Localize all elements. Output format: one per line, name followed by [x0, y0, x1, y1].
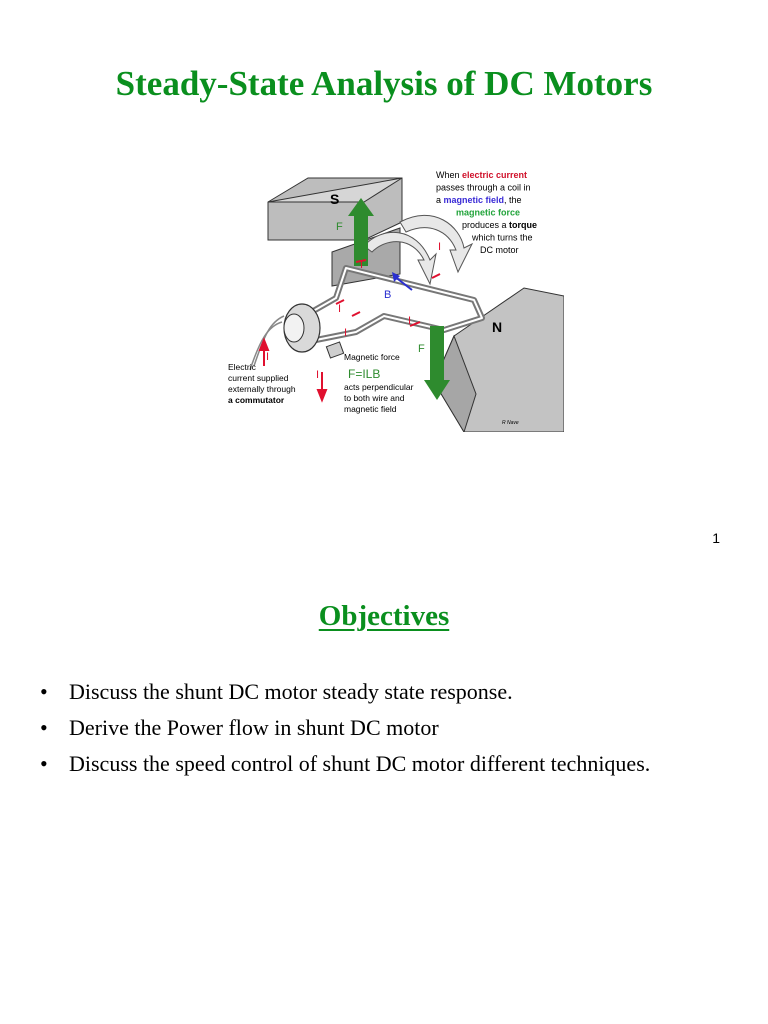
current-label-1: I — [438, 241, 441, 253]
caption-line: which turns the — [471, 233, 533, 243]
force-formula: F=ILB — [348, 367, 380, 381]
current-label-5: I — [408, 315, 411, 327]
list-item-text: Discuss the speed control of shunt DC mo… — [69, 751, 651, 776]
caption-line: magnetic force — [456, 208, 520, 218]
bullet-icon: • — [40, 715, 48, 740]
caption-line: passes through a coil in — [436, 183, 531, 193]
figure-credit: R Nave — [502, 420, 519, 426]
current-label-7: I — [316, 369, 319, 381]
magforce-desc: acts perpendicular — [344, 382, 414, 392]
field-label: B — [384, 289, 391, 301]
magforce-title: Magnetic force — [344, 352, 400, 362]
slide-title: Steady-State Analysis of DC Motors — [115, 64, 653, 103]
figure-caption: When electric current passes through a co… — [436, 170, 537, 255]
caption-line: produces a torque — [462, 220, 537, 230]
force-label-bottom: F — [418, 343, 425, 355]
commutator — [249, 303, 345, 371]
list-item: • Derive the Power flow in shunt DC motor — [40, 712, 700, 743]
list-item-text: Discuss the shunt DC motor steady state … — [69, 679, 513, 704]
bullet-icon: • — [40, 751, 48, 776]
objectives-list: • Discuss the shunt DC motor steady state… — [40, 676, 700, 784]
force-label-top: F — [336, 221, 343, 233]
supply-note: Electric current supplied externally thr… — [228, 362, 296, 405]
magnetic-force-note: Magnetic force F=ILB acts perpendicular … — [344, 352, 414, 414]
objectives-heading: Objectives — [318, 600, 450, 632]
magforce-desc: magnetic field — [344, 404, 397, 414]
torque-arrow-left — [363, 231, 437, 286]
dc-motor-diagram: S N F F B I I I I I I I When electric cu… — [224, 156, 564, 432]
page-number: 1 — [712, 530, 720, 546]
current-label-2: I — [360, 259, 363, 271]
force-arrow-up — [354, 210, 368, 266]
bullet-icon: • — [40, 679, 48, 704]
supply-line: Electric — [228, 362, 257, 372]
force-arrow-down — [430, 326, 444, 384]
pole-s-label: S — [330, 191, 339, 207]
supply-line: current supplied — [228, 373, 289, 383]
caption-line: When electric current — [436, 170, 527, 180]
list-item: • Discuss the shunt DC motor steady state… — [40, 676, 700, 707]
list-item-text: Derive the Power flow in shunt DC motor — [69, 715, 439, 740]
supply-line: a commutator — [228, 395, 285, 405]
supply-line: externally through — [228, 384, 296, 394]
north-pole-magnet — [433, 287, 564, 432]
current-label-3: I — [338, 303, 341, 315]
caption-line: a magnetic field, the — [436, 195, 522, 205]
caption-line: DC motor — [480, 245, 519, 255]
current-label-6: I — [266, 351, 269, 363]
pole-n-label: N — [492, 319, 502, 335]
list-item: • Discuss the speed control of shunt DC m… — [40, 748, 700, 779]
current-label-4: I — [344, 327, 347, 339]
torque-arrow-right — [399, 215, 474, 274]
magforce-desc: to both wire and — [344, 393, 405, 403]
